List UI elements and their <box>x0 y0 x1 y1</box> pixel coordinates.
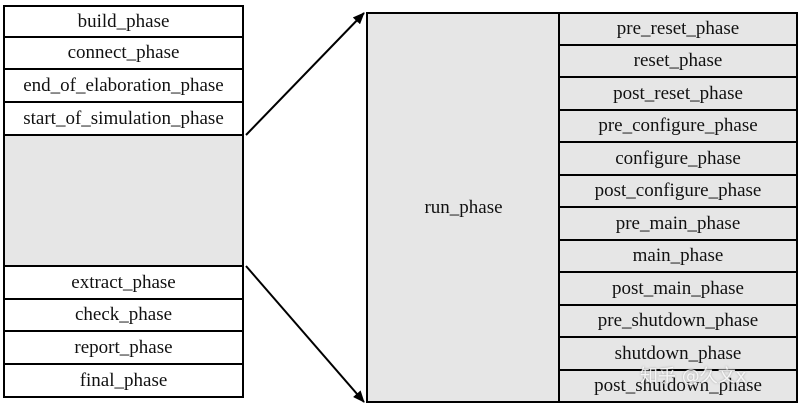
runtime-phase-box: post_main_phase <box>558 271 798 306</box>
phase-box-check: check_phase <box>3 298 244 332</box>
phase-box-build: build_phase <box>3 5 244 38</box>
phase-box-final: final_phase <box>3 363 244 398</box>
phase-label: pre_configure_phase <box>598 115 758 136</box>
runtime-phase-box: configure_phase <box>558 141 798 176</box>
runtime-phase-box: pre_shutdown_phase <box>558 304 798 338</box>
phase-label: report_phase <box>74 336 173 358</box>
phase-box-start-of-simulation: start_of_simulation_phase <box>3 101 244 136</box>
phase-label: extract_phase <box>71 271 176 293</box>
common-phases-column: build_phase connect_phase end_of_elabora… <box>3 5 246 398</box>
phase-label: pre_main_phase <box>615 212 741 234</box>
phase-label: post_reset_phase <box>613 82 743 104</box>
phase-label: final_phase <box>79 369 168 391</box>
runtime-phase-box: shutdown_phase <box>558 336 798 371</box>
runtime-phase-box: pre_reset_phase <box>558 12 798 46</box>
run-phase-label: run_phase <box>424 196 503 218</box>
phase-label: connect_phase <box>67 42 180 63</box>
phase-box-extract: extract_phase <box>3 265 244 300</box>
runtime-phases-column: pre_reset_phase reset_phase post_reset_p… <box>558 12 800 403</box>
runtime-phase-box: post_reset_phase <box>558 76 798 111</box>
runtime-phase-box: pre_configure_phase <box>558 109 798 143</box>
phase-box-connect: connect_phase <box>3 36 244 70</box>
arrow-to-run-top <box>245 12 365 136</box>
phase-label: main_phase <box>632 245 724 266</box>
runtime-phase-box: pre_main_phase <box>558 206 798 241</box>
runtime-phase-box: main_phase <box>558 239 798 273</box>
run-phase-placeholder <box>3 134 244 267</box>
runtime-phase-box: post_shutdown_phase <box>558 369 798 403</box>
phase-label: pre_shutdown_phase <box>597 310 759 331</box>
phase-label: build_phase <box>77 10 170 32</box>
phase-box-end-of-elaboration: end_of_elaboration_phase <box>3 68 244 103</box>
phase-label: reset_phase <box>633 50 723 71</box>
runtime-phase-box: reset_phase <box>558 44 798 78</box>
phase-label: post_main_phase <box>612 277 744 299</box>
arrow-to-run-bottom <box>245 265 365 403</box>
phase-label: post_configure_phase <box>594 180 762 201</box>
phase-label: configure_phase <box>615 147 741 169</box>
phase-box-report: report_phase <box>3 330 244 365</box>
runtime-phase-box: post_configure_phase <box>558 174 798 208</box>
phase-label: check_phase <box>74 304 173 325</box>
phase-label: end_of_elaboration_phase <box>23 74 224 96</box>
run-phase-box: run_phase <box>366 12 559 403</box>
phase-label: pre_reset_phase <box>616 18 740 39</box>
phase-label: post_shutdown_phase <box>594 375 762 396</box>
watermark: 知乎 @久文x <box>640 366 747 387</box>
phase-label: shutdown_phase <box>614 342 742 364</box>
phase-label: start_of_simulation_phase <box>23 107 224 129</box>
